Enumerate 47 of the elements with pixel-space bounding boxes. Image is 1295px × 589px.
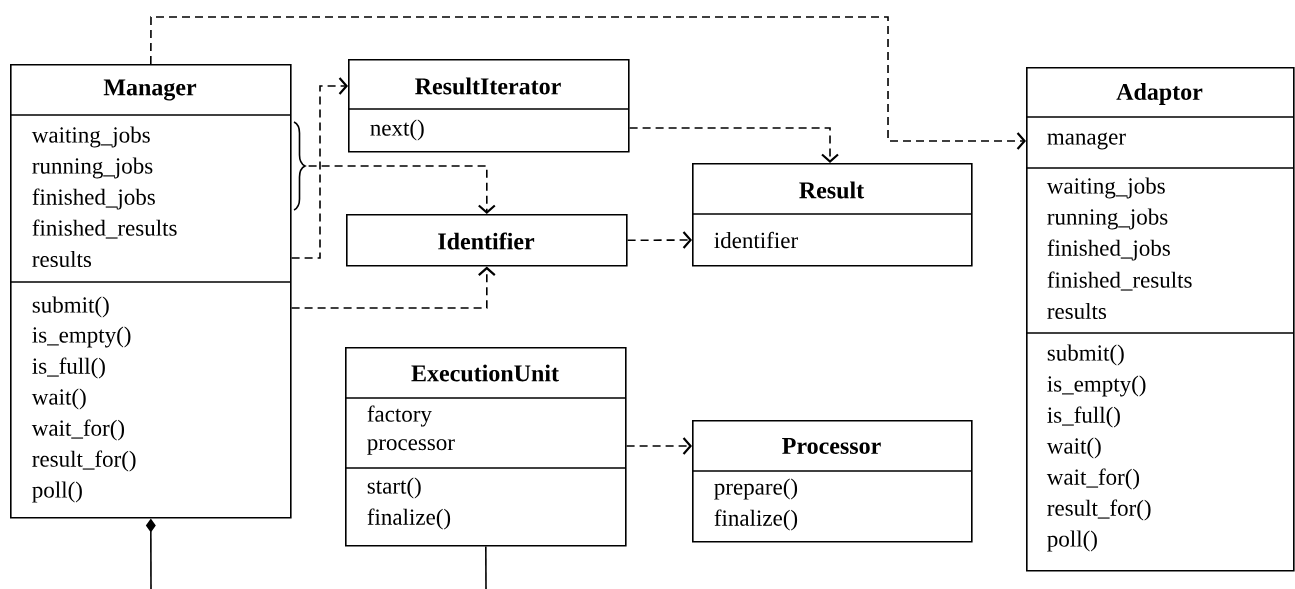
member-text: submit()	[32, 296, 109, 318]
member-text: wait_for()	[1046, 468, 1140, 490]
member-text: prepare()	[714, 478, 798, 500]
member-text: poll()	[32, 481, 82, 503]
member-text: submit()	[1047, 344, 1124, 366]
arrow	[625, 437, 692, 455]
member-text: waiting_jobs	[31, 126, 150, 148]
arrow	[626, 231, 692, 249]
member-text: result_for()	[1047, 499, 1151, 521]
class-name: Processor	[782, 438, 881, 454]
member-text: factory	[367, 405, 432, 427]
member-text: waiting_jobs	[1046, 177, 1165, 199]
member-text: results	[32, 250, 92, 268]
member-text: processor	[367, 439, 455, 455]
member-text: next()	[370, 119, 424, 141]
member-text: results	[1047, 302, 1107, 320]
member-text: is_full()	[32, 357, 105, 379]
class-name: ResultIterator	[415, 77, 561, 95]
member-text: result_for()	[32, 450, 136, 472]
member-text: running_jobs	[1047, 208, 1168, 230]
member-text: finished_jobs	[32, 188, 155, 210]
class-name: ExecutionUnit	[411, 364, 559, 382]
class-name: Identifier	[438, 232, 535, 250]
member-text: wait()	[1046, 437, 1101, 459]
member-text: is_full()	[1047, 406, 1120, 428]
arrow	[307, 165, 496, 214]
member-text: is_empty()	[32, 326, 131, 348]
class-name: Result	[799, 181, 865, 199]
member-text: identifier	[714, 231, 798, 249]
member-text: manager	[1047, 132, 1126, 150]
arrow	[290, 77, 348, 259]
member-text: running_jobs	[32, 157, 153, 179]
member-text: finished_jobs	[1047, 239, 1170, 261]
arrow	[150, 16, 1026, 150]
arrow	[628, 127, 839, 163]
member-text: wait_for()	[31, 419, 125, 441]
member-text: finalize()	[367, 508, 451, 530]
class-name: Manager	[103, 79, 197, 101]
member-text: finished_results	[1047, 271, 1192, 291]
member-text: start()	[367, 477, 421, 499]
member-text: poll()	[1047, 530, 1097, 552]
member-text: finalize()	[714, 509, 798, 531]
member-text: finished_results	[32, 219, 177, 239]
member-text: is_empty()	[1047, 375, 1146, 397]
class-name: Adaptor	[1116, 83, 1203, 105]
member-text: wait()	[31, 388, 86, 410]
arrow	[290, 266, 496, 309]
